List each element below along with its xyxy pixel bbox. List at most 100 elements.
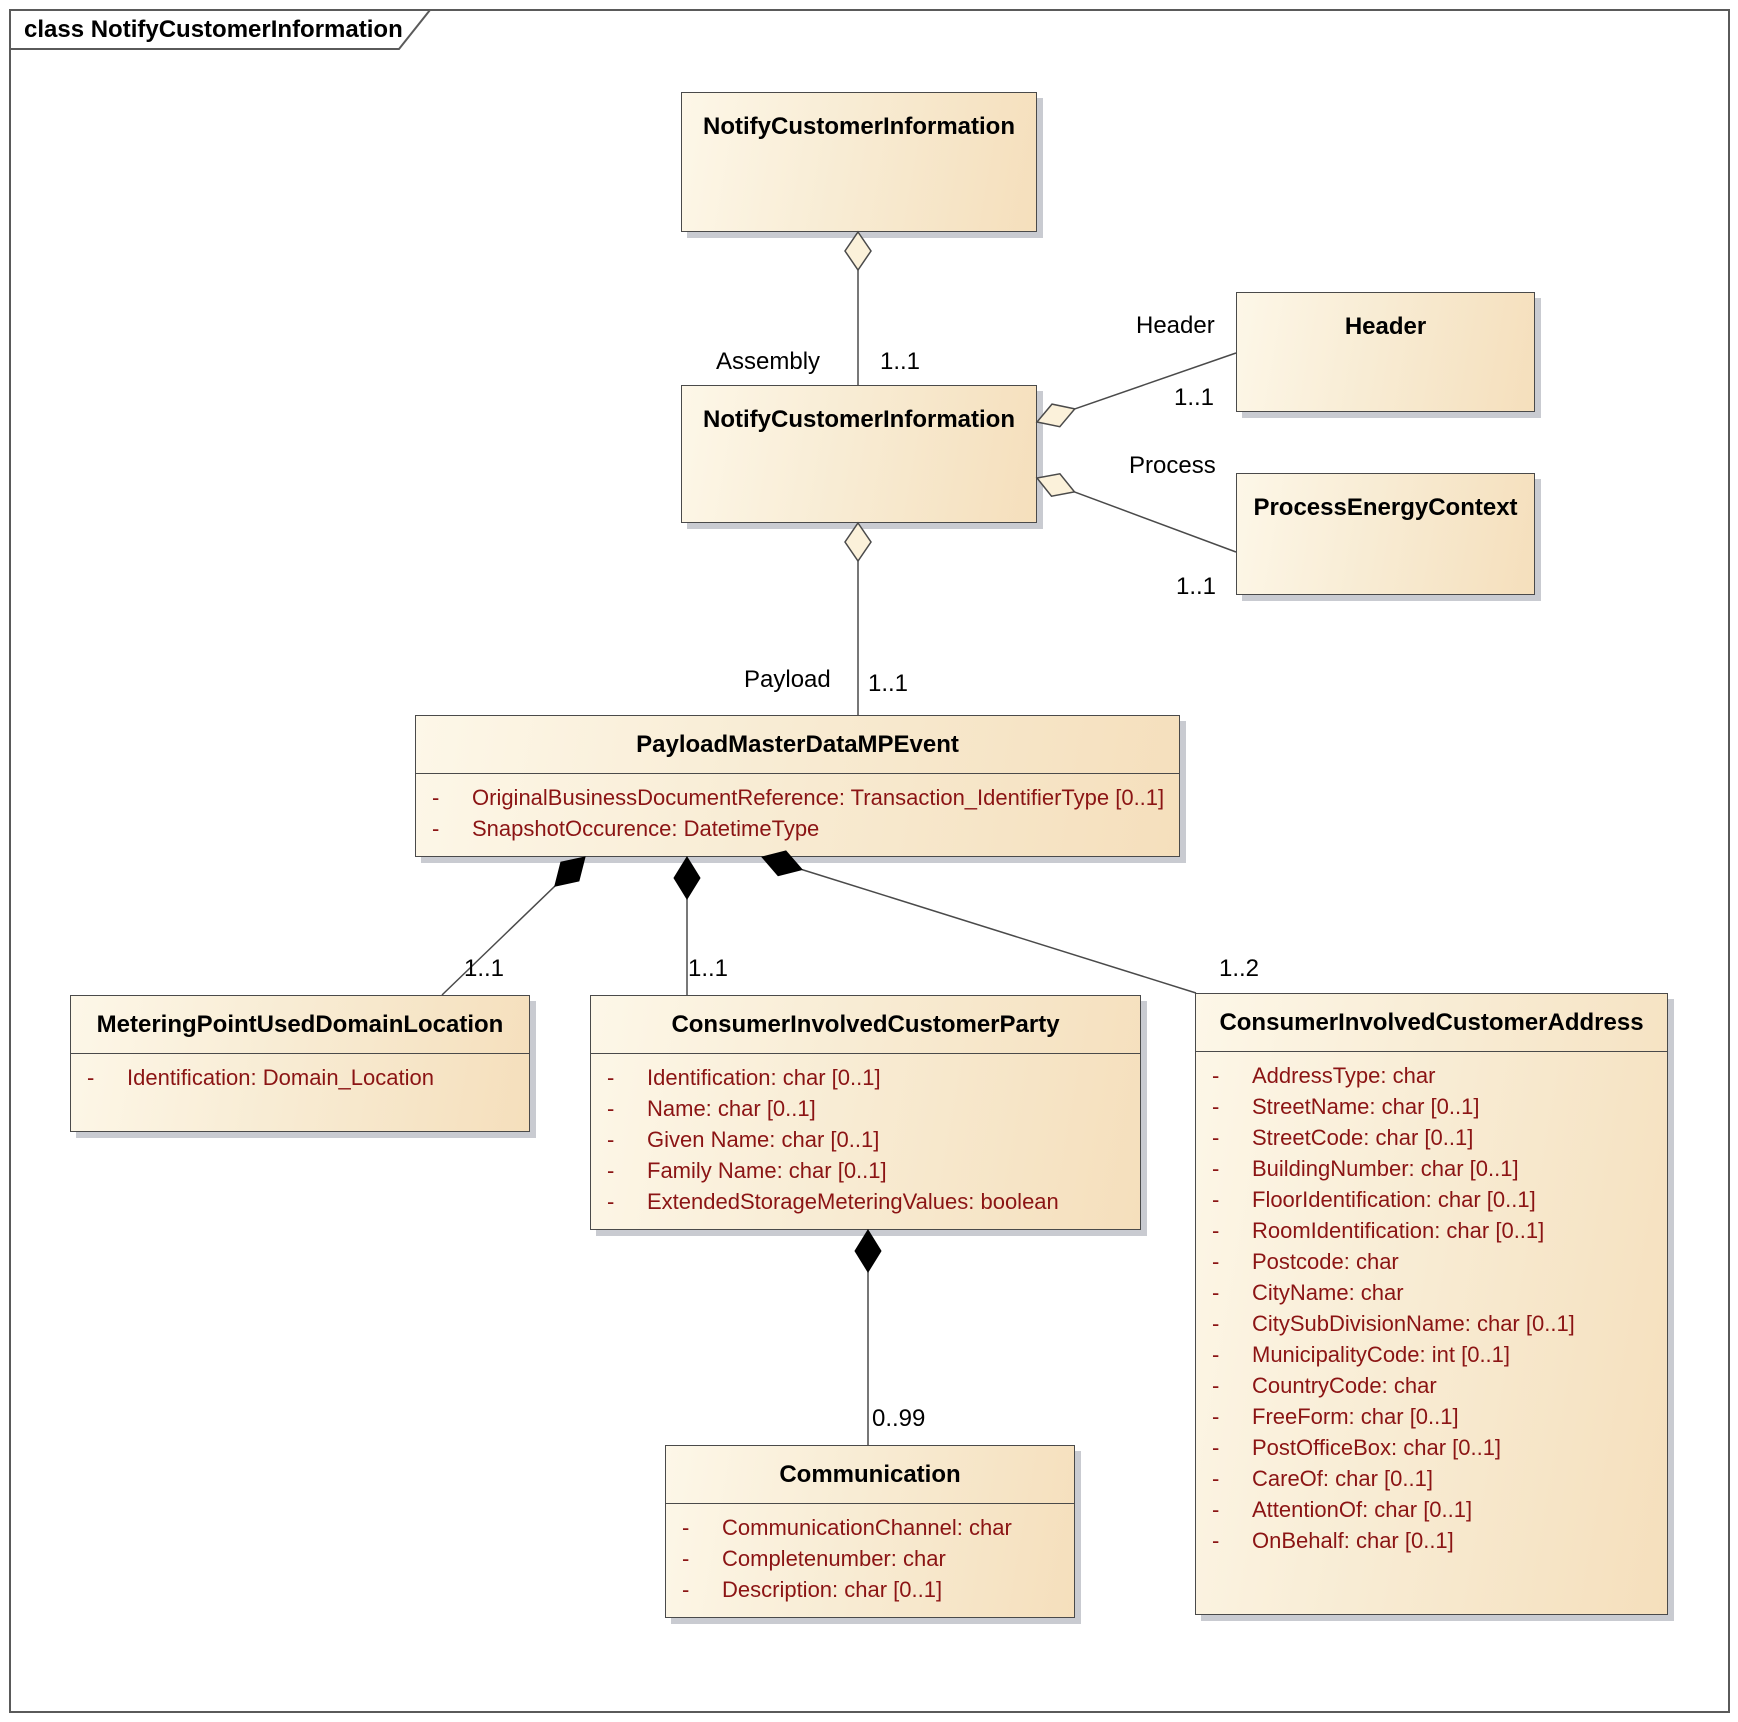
visibility-private: - — [1212, 1187, 1220, 1212]
attribute-text: SnapshotOccurence: DatetimeType — [472, 816, 820, 841]
attribute-compartment: -CommunicationChannel: char - Completenum… — [666, 1504, 1074, 1605]
attribute-text: FloorIdentification: char [0..1] — [1252, 1187, 1536, 1212]
multiplicity-consumerparty: 1..1 — [688, 955, 729, 982]
composition-diamond-icon[interactable] — [854, 1229, 882, 1273]
class-title: MeteringPointUsedDomainLocation — [71, 996, 529, 1054]
visibility-private: - — [682, 1577, 690, 1602]
visibility-private: - — [607, 1158, 615, 1183]
attribute: -PostOfficeBox: char [0..1] — [1212, 1432, 1661, 1463]
attribute: - Completenumber: char — [682, 1543, 1068, 1574]
visibility-private: - — [1212, 1373, 1220, 1398]
multiplicity-meteringpoint: 1..1 — [464, 955, 505, 982]
attribute: -StreetCode: char [0..1] — [1212, 1122, 1661, 1153]
class-title: Communication — [666, 1446, 1074, 1504]
visibility-private: - — [607, 1189, 615, 1214]
multiplicity-payload: 1..1 — [868, 670, 909, 697]
attribute-text: Identification: Domain_Location — [127, 1065, 434, 1090]
composition-diamond-icon[interactable] — [554, 856, 586, 887]
attribute: -RoomIdentification: char [0..1] — [1212, 1215, 1661, 1246]
attribute: -BuildingNumber: char [0..1] — [1212, 1153, 1661, 1184]
visibility-private: - — [682, 1546, 690, 1571]
attribute-text: Postcode: char — [1252, 1249, 1399, 1274]
visibility-private: - — [1212, 1249, 1220, 1274]
attribute-text: Identification: char [0..1] — [647, 1065, 881, 1090]
class-title: Header — [1344, 313, 1427, 340]
attribute: -CommunicationChannel: char — [682, 1512, 1068, 1543]
attribute: - ExtendedStorageMeteringValues: boolean — [607, 1186, 1134, 1217]
attribute-text: Name: char [0..1] — [647, 1096, 816, 1121]
attribute-text: OriginalBusinessDocumentReference: Trans… — [472, 785, 1165, 810]
attribute: -MunicipalityCode: int [0..1] — [1212, 1339, 1661, 1370]
attribute: - CityName: char — [1212, 1277, 1661, 1308]
class-title: ConsumerInvolvedCustomerParty — [591, 996, 1140, 1054]
class-box-processenergycontext[interactable]: ProcessEnergyContext — [1236, 473, 1535, 595]
class-box-payloadmasterdatampevent[interactable]: PayloadMasterDataMPEvent - OriginalBusine… — [415, 715, 1180, 857]
multiplicity-process: 1..1 — [1176, 573, 1217, 600]
visibility-private: - — [1212, 1125, 1220, 1150]
attribute: - Identification: char [0..1] — [607, 1062, 1134, 1093]
attribute: - Description: char [0..1] — [682, 1574, 1068, 1605]
class-title: PayloadMasterDataMPEvent — [416, 716, 1179, 774]
multiplicity-header: 1..1 — [1174, 384, 1215, 411]
visibility-private: - — [1212, 1435, 1220, 1460]
attribute: -AttentionOf: char [0..1] — [1212, 1494, 1661, 1525]
attribute-text: AddressType: char — [1252, 1063, 1436, 1088]
attribute-text: Family Name: char [0..1] — [647, 1158, 887, 1183]
attribute-text: Given Name: char [0..1] — [647, 1127, 880, 1152]
attribute: - Given Name: char [0..1] — [607, 1124, 1134, 1155]
visibility-private: - — [432, 785, 440, 810]
aggregation-diamond-icon[interactable] — [844, 230, 872, 272]
attribute-text: Description: char [0..1] — [722, 1577, 943, 1602]
visibility-private: - — [1212, 1466, 1220, 1491]
attribute-text: MunicipalityCode: int [0..1] — [1252, 1342, 1511, 1367]
visibility-private: - — [1212, 1280, 1220, 1305]
class-box-notifycustomerinformation-outer[interactable]: NotifyCustomerInformation — [681, 92, 1037, 232]
attribute-text: Completenumber: char — [722, 1546, 946, 1571]
multiplicity-consumeraddress: 1..2 — [1219, 955, 1260, 982]
attribute-text: OnBehalf: char [0..1] — [1252, 1528, 1454, 1553]
role-label-payload: Payload — [744, 666, 831, 693]
attribute: -OnBehalf: char [0..1] — [1212, 1525, 1661, 1556]
visibility-private: - — [1212, 1404, 1220, 1429]
visibility-private: - — [87, 1065, 95, 1090]
attribute: -StreetName: char [0..1] — [1212, 1091, 1661, 1122]
visibility-private: - — [1212, 1156, 1220, 1181]
attribute: -CitySubDivisionName: char [0..1] — [1212, 1308, 1661, 1339]
aggregation-diamond-icon[interactable] — [1035, 403, 1077, 428]
attribute-compartment: - OriginalBusinessDocumentReference: Tran… — [416, 774, 1179, 844]
attribute: - OriginalBusinessDocumentReference: Tran… — [432, 782, 1173, 813]
multiplicity-communication: 0..99 — [872, 1405, 926, 1432]
role-label-assembly: Assembly — [716, 348, 821, 375]
multiplicity-assembly: 1..1 — [880, 348, 921, 375]
class-title: ProcessEnergyContext — [1253, 494, 1518, 521]
attribute-text: CityName: char — [1252, 1280, 1404, 1305]
class-box-notifycustomerinformation-inner[interactable]: NotifyCustomerInformation — [681, 385, 1037, 523]
aggregation-diamond-icon[interactable] — [1035, 472, 1076, 498]
visibility-private: - — [1212, 1094, 1220, 1119]
visibility-private: - — [607, 1127, 615, 1152]
attribute-compartment: - Identification: char [0..1] - Name: char… — [591, 1054, 1140, 1217]
visibility-private: - — [607, 1096, 615, 1121]
class-title: ConsumerInvolvedCustomerAddress — [1196, 994, 1667, 1052]
class-box-header[interactable]: Header — [1236, 292, 1535, 412]
attribute-text: ExtendedStorageMeteringValues: boolean — [647, 1189, 1059, 1214]
aggregation-diamond-icon[interactable] — [844, 521, 872, 563]
class-title: NotifyCustomerInformation — [703, 113, 1015, 140]
aggregation-line-process[interactable] — [1074, 491, 1237, 553]
visibility-private: - — [1212, 1218, 1220, 1243]
attribute: - CountryCode: char — [1212, 1370, 1661, 1401]
visibility-private: - — [1212, 1063, 1220, 1088]
attribute: - Name: char [0..1] — [607, 1093, 1134, 1124]
class-box-meteringpointuseddomainlocation[interactable]: MeteringPointUsedDomainLocation - Identif… — [70, 995, 530, 1132]
visibility-private: - — [1212, 1497, 1220, 1522]
attribute-text: CountryCode: char — [1252, 1373, 1437, 1398]
class-box-consumerinvolvedcustomerparty[interactable]: ConsumerInvolvedCustomerParty - Identific… — [590, 995, 1141, 1230]
class-box-consumerinvolvedcustomeraddress[interactable]: ConsumerInvolvedCustomerAddress - Address… — [1195, 993, 1668, 1615]
visibility-private: - — [607, 1065, 615, 1090]
attribute: -CareOf: char [0..1] — [1212, 1463, 1661, 1494]
composition-line-consumeraddress[interactable] — [801, 868, 1197, 994]
attribute: -SnapshotOccurence: DatetimeType — [432, 813, 1173, 844]
class-box-communication[interactable]: Communication -CommunicationChannel: cha… — [665, 1445, 1075, 1618]
composition-diamond-icon[interactable] — [673, 856, 701, 900]
